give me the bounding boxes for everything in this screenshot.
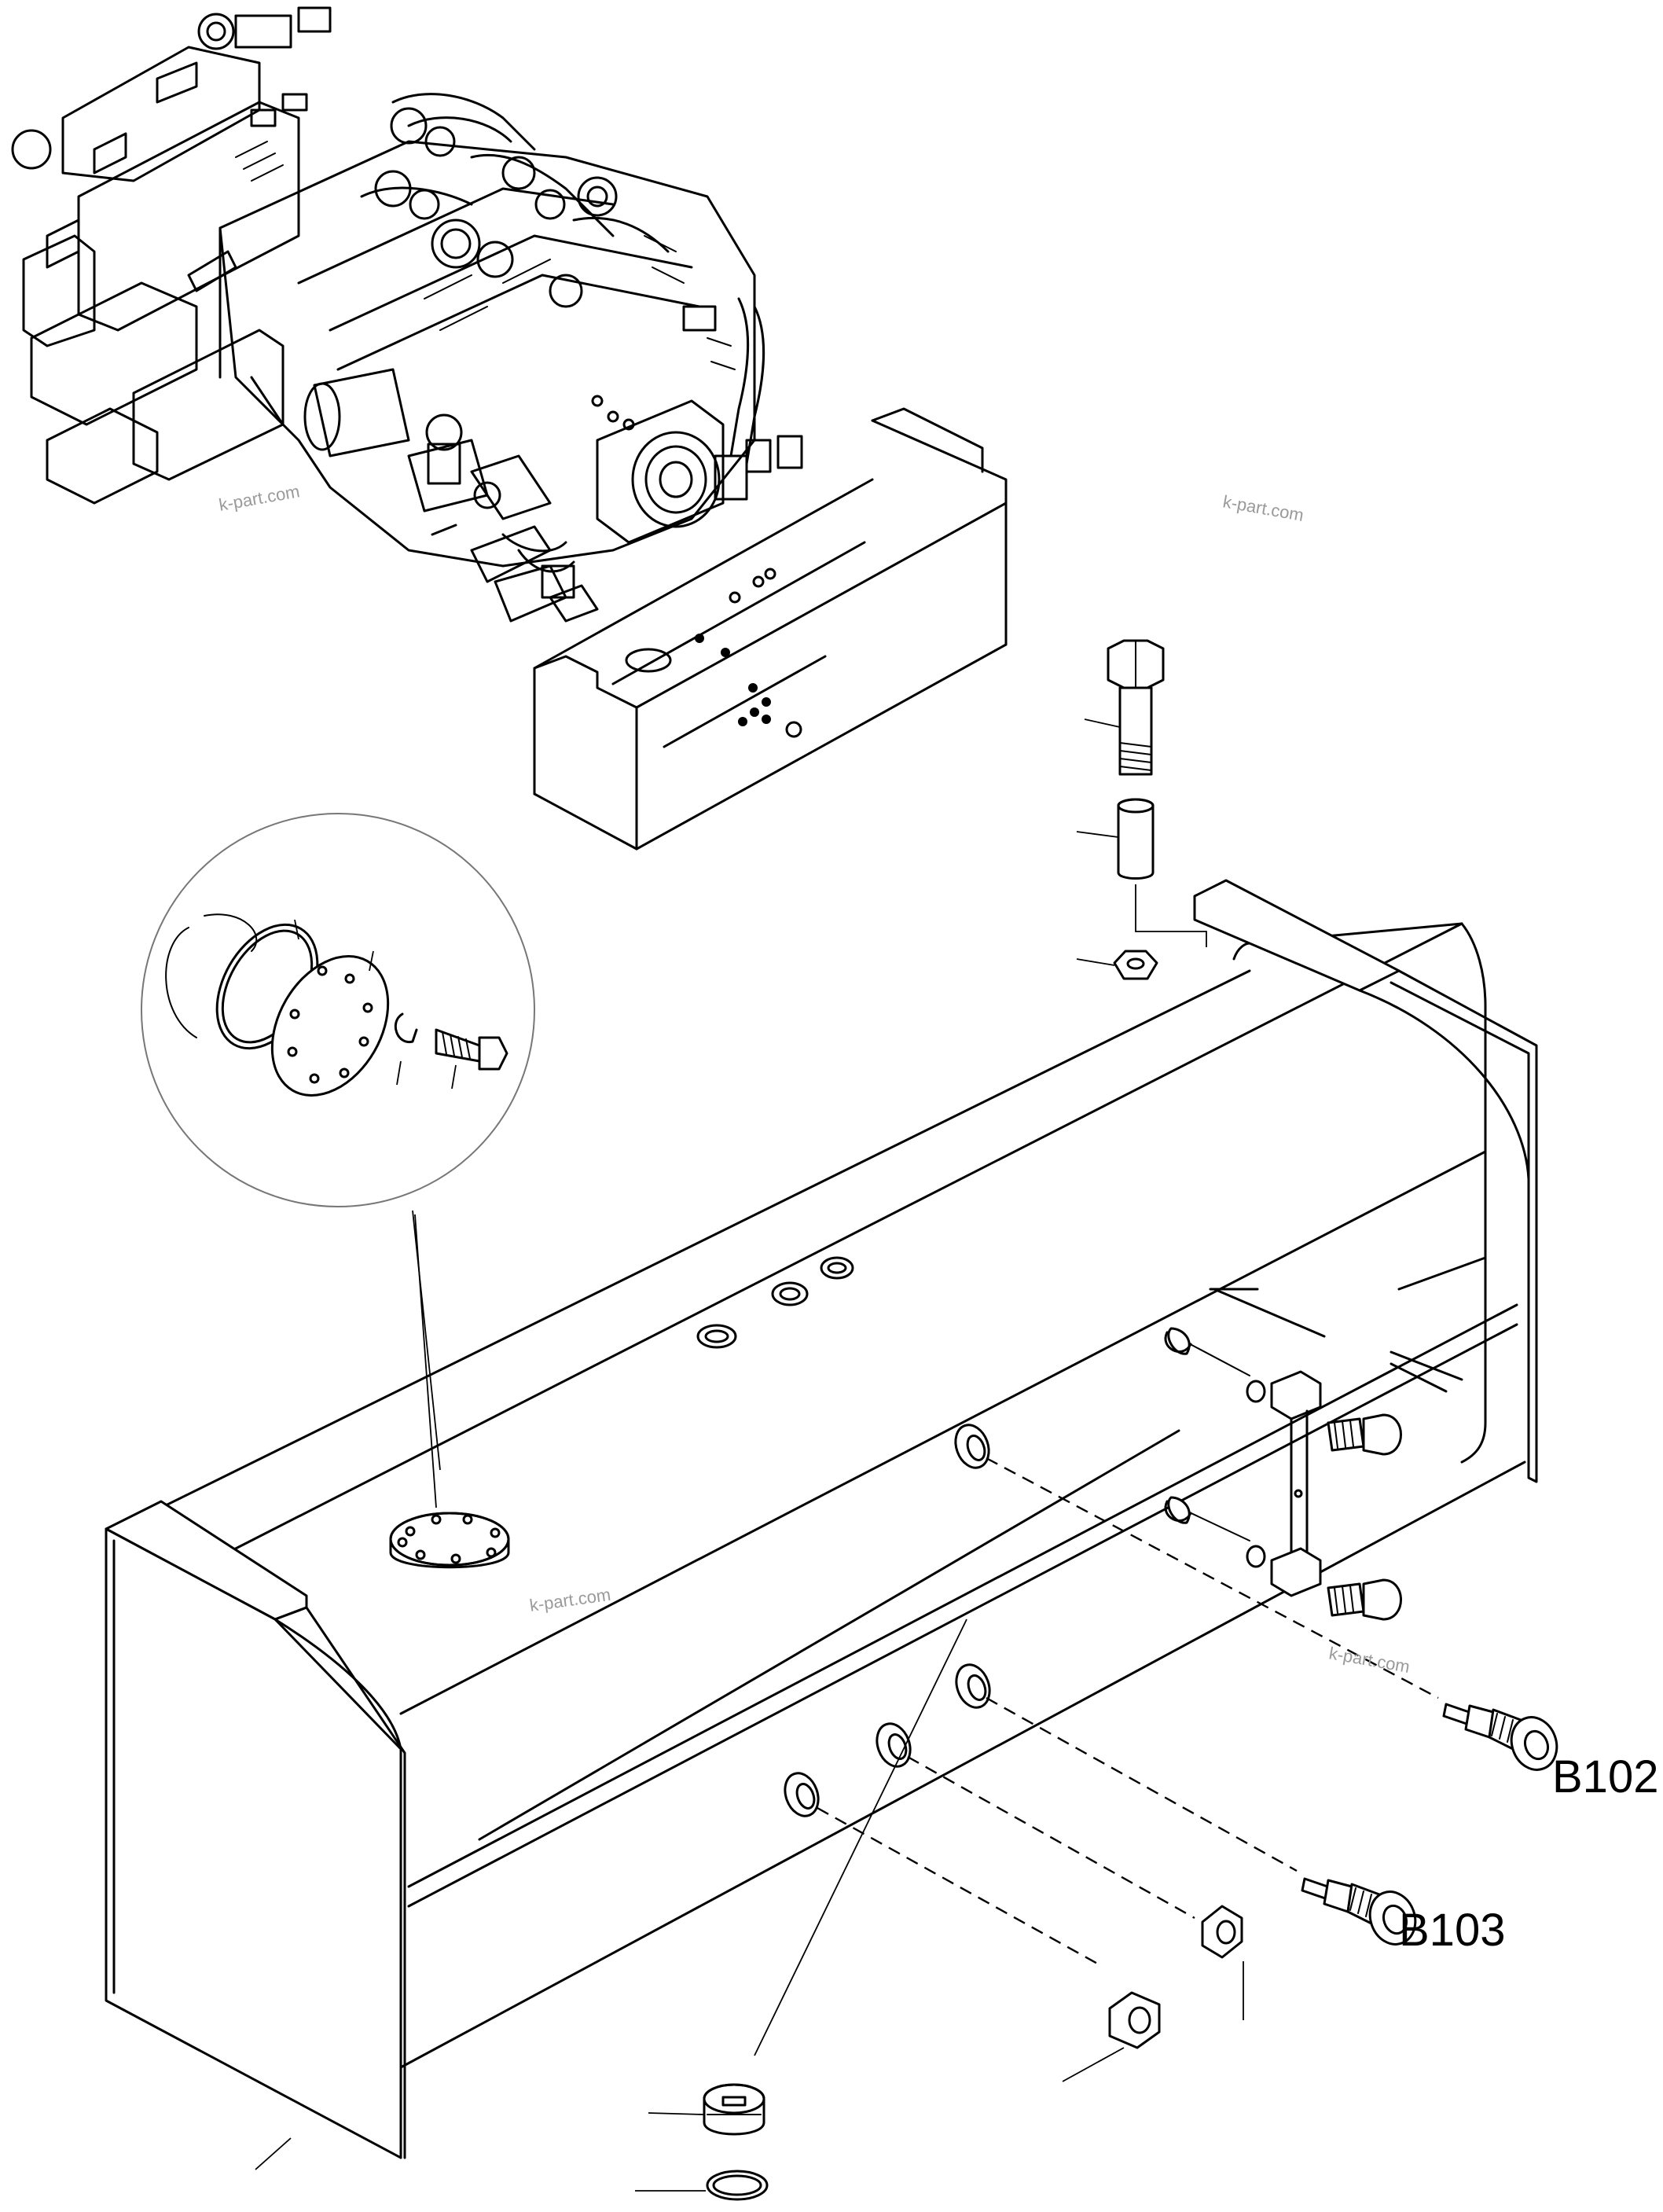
label-b103: B103 [1399,1905,1505,1956]
watermark: k-part.com [1221,491,1305,525]
cover-plate [270,955,390,1097]
drain-plug-sealing-ring [706,2170,769,2201]
tank-top-cover [389,1214,510,1569]
spring-washer [394,1012,418,1043]
side-ports [784,1424,991,1817]
top-bosses [696,1256,854,1349]
mounting-spacer [1117,806,1155,880]
engine-assembly-illustration [11,6,803,623]
bracket-washer-top [1167,1327,1191,1355]
bracket-washer-bottom [1167,1496,1191,1524]
watermark: k-part.com [218,481,302,515]
cover-detail-callout [141,813,535,1471]
main-fuel-tank [105,879,1538,2170]
small-fuel-tank-illustration [533,407,1008,851]
drain-plug-bottom [635,1619,967,2201]
tank-right-end-plate [1193,879,1401,992]
sensor-b102 [1442,1703,1558,1771]
drain-plug-right [1201,1905,1244,2020]
drain-plug-middle [1062,1991,1161,2082]
mounting-hardware [1076,639,1207,980]
label-b102: B102 [1552,1751,1658,1802]
mounting-nut [1113,950,1158,980]
sensor-b103 [1301,1877,1417,1946]
sensor-bracket-assembly [1164,1327,1402,1621]
watermark: k-part.com [1327,1643,1412,1677]
